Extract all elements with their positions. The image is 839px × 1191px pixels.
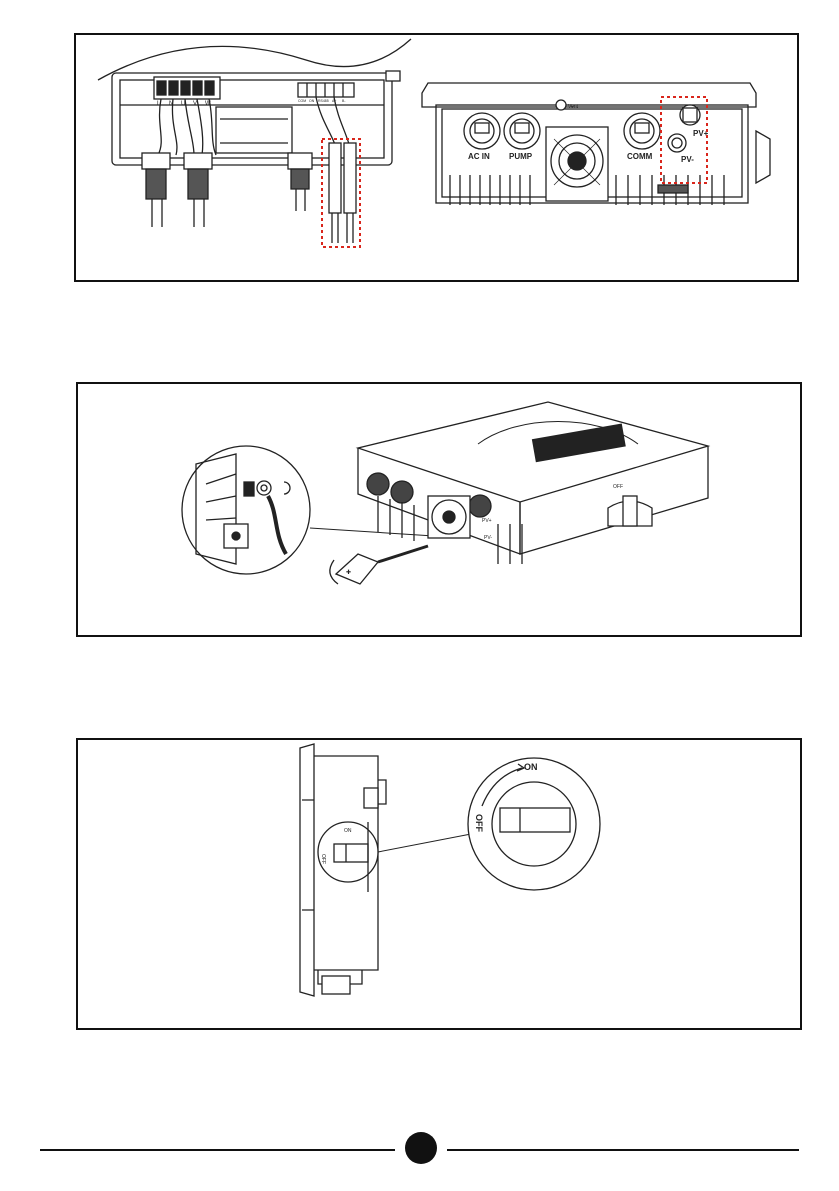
terminal-letters: L N U V W [157, 101, 211, 107]
terminal-letter-v: V [193, 101, 197, 107]
dc-switch-illustration: ON OFF ON OFF [78, 740, 800, 1028]
inverter-3d-view [358, 402, 708, 564]
ac-in-gland [464, 113, 500, 149]
zoom-switch-off: OFF [474, 814, 484, 832]
footer-rule-left [40, 1149, 395, 1151]
pv-plus-connector [680, 105, 700, 125]
switch-zoom-circle [468, 758, 600, 890]
power-terminal-block [154, 77, 220, 99]
terminal-letter-n: N [169, 101, 173, 107]
vent-valve-icon [556, 100, 566, 110]
inverter-bottom-view [422, 83, 770, 205]
fig2-label-pv-minus: PV- [484, 535, 492, 541]
wiring-illustration: L N U V W COM ON RS485 A+ B- [76, 35, 797, 280]
footer-rule-right [447, 1149, 799, 1151]
comm-label-com: COM [298, 99, 306, 103]
port-label-comm: COMM [627, 152, 653, 161]
figure-wiring-connections: L N U V W COM ON RS485 A+ B- [74, 33, 799, 282]
comm-label-on: ON [309, 99, 315, 103]
comm-terminal-block [298, 83, 354, 97]
comm-terminal-labels: COM ON RS485 A+ B- [298, 99, 346, 103]
fig2-label-off: OFF [613, 484, 623, 490]
comm-label-rs485: RS485 [318, 99, 329, 103]
figure-dc-switch: ON OFF ON OFF [76, 738, 802, 1030]
svg-text:✚: ✚ [346, 569, 351, 576]
screwdriver-icon: ✚ [330, 546, 428, 584]
zoom-detail-circle [182, 446, 310, 574]
fig2-label-pv-plus: PV+ [482, 518, 492, 524]
terminal-letter-w: W [205, 101, 211, 107]
figure-grounding: ✚ PV+ PV- OFF [76, 382, 802, 637]
switch-leader-line [378, 834, 471, 852]
terminal-letter-u: U [181, 101, 185, 107]
small-switch-on: ON [344, 828, 352, 834]
page-marker-icon [405, 1132, 437, 1164]
port-label-pump: PUMP [509, 152, 533, 161]
cooling-fan [546, 127, 608, 201]
pv-minus-connector [668, 134, 686, 152]
comm-label-b: B- [342, 99, 346, 103]
grounding-illustration: ✚ PV+ PV- OFF [78, 384, 800, 635]
pump-gland [504, 113, 540, 149]
open-inverter-drawing [98, 39, 411, 243]
zoom-leader-line [310, 528, 434, 536]
zoom-switch-on: ON [524, 762, 538, 772]
inverter-side-view [300, 744, 386, 996]
small-switch-off: OFF [320, 854, 326, 864]
port-label-pv-minus: PV- [681, 155, 694, 164]
port-label-ac-in: AC IN [468, 152, 490, 161]
comm-label-a: A+ [332, 99, 336, 103]
comm-gland [624, 113, 660, 149]
vent-label: Vent [568, 104, 579, 110]
